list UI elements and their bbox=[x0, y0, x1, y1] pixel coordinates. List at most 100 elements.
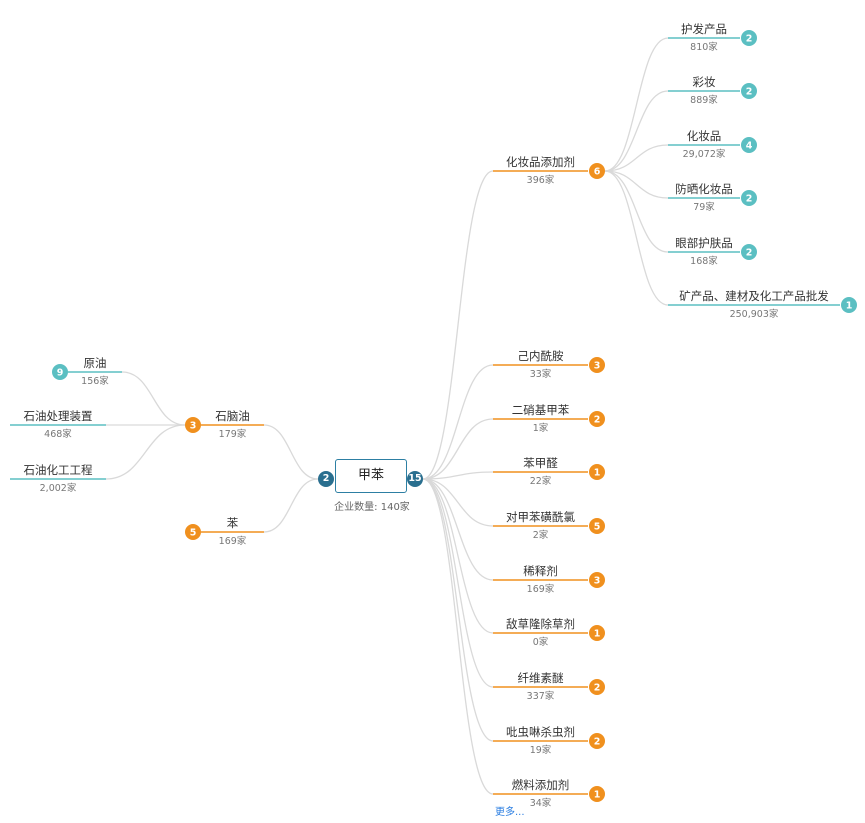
node-label: 石油化工工程 bbox=[24, 463, 93, 477]
connector-line bbox=[422, 478, 494, 688]
sub-downstream-badge[interactable]: 2 bbox=[741, 244, 757, 260]
sub-downstream-node[interactable]: 眼部护肤品 168家 bbox=[668, 236, 740, 267]
sub-downstream-badge[interactable]: 2 bbox=[741, 30, 757, 46]
node-count: 2家 bbox=[533, 529, 549, 541]
connector-line bbox=[422, 170, 494, 480]
node-label: 苯甲醛 bbox=[523, 456, 558, 470]
node-label: 石脑油 bbox=[215, 409, 250, 423]
downstream-badge[interactable]: 1 bbox=[589, 786, 605, 802]
downstream-badge[interactable]: 3 bbox=[589, 357, 605, 373]
node-label: 防晒化妆品 bbox=[675, 182, 733, 196]
node-label: 化妆品添加剂 bbox=[506, 155, 575, 169]
downstream-node[interactable]: 二硝基甲苯 1家 bbox=[493, 403, 588, 434]
downstream-badge[interactable]: 5 bbox=[589, 518, 605, 534]
badge-count: 9 bbox=[57, 368, 64, 379]
upstream-badge[interactable]: 5 bbox=[185, 524, 201, 540]
badge-count: 1 bbox=[594, 468, 601, 479]
node-count: 468家 bbox=[44, 428, 72, 440]
badge-count: 3 bbox=[594, 361, 601, 372]
node-label: 眼部护肤品 bbox=[675, 236, 733, 250]
upstream-expand-badge[interactable]: 2 bbox=[318, 471, 334, 487]
badge-count: 1 bbox=[846, 301, 853, 312]
badge-circle bbox=[589, 572, 605, 588]
badge-circle bbox=[741, 244, 757, 260]
sub-upstream-badge[interactable]: 9 bbox=[52, 364, 68, 380]
sub-downstream-badge[interactable]: 4 bbox=[741, 137, 757, 153]
downstream-badge[interactable]: 3 bbox=[589, 572, 605, 588]
connector-line bbox=[422, 478, 494, 795]
badge-count: 2 bbox=[594, 737, 601, 748]
center-count-label: 企业数量: 140家 bbox=[334, 502, 410, 513]
center-node-label: 甲苯 bbox=[357, 468, 384, 483]
downstream-badge[interactable]: 2 bbox=[589, 733, 605, 749]
badge-count: 3 bbox=[594, 576, 601, 587]
node-label: 纤维素醚 bbox=[518, 671, 564, 685]
sub-downstream-badge[interactable]: 1 bbox=[841, 297, 857, 313]
badge-circle bbox=[589, 679, 605, 695]
badge-circle bbox=[185, 524, 201, 540]
connector-line bbox=[422, 471, 494, 480]
sub-downstream-badge[interactable]: 2 bbox=[741, 83, 757, 99]
upstream-badge[interactable]: 3 bbox=[185, 417, 201, 433]
badge-count: 6 bbox=[594, 167, 601, 178]
badge-count: 2 bbox=[746, 248, 753, 259]
node-label: 敌草隆除草剂 bbox=[506, 617, 575, 631]
node-count: 34家 bbox=[530, 797, 552, 809]
badge-circle bbox=[741, 30, 757, 46]
connector-line bbox=[263, 478, 319, 533]
connector-line bbox=[604, 170, 669, 253]
badge-count: 2 bbox=[746, 87, 753, 98]
badge-count: 2 bbox=[594, 415, 601, 426]
downstream-badge[interactable]: 2 bbox=[589, 679, 605, 695]
node-count: 29,072家 bbox=[683, 148, 726, 160]
node-label: 化妆品 bbox=[687, 129, 722, 143]
node-count: 19家 bbox=[530, 744, 552, 756]
downstream-badge[interactable]: 6 bbox=[589, 163, 605, 179]
sub-downstream-node[interactable]: 化妆品 29,072家 bbox=[668, 129, 740, 160]
node-label: 二硝基甲苯 bbox=[512, 403, 570, 417]
sub-downstream-node[interactable]: 矿产品、建材及化工产品批发 250,903家 bbox=[668, 289, 840, 320]
node-count: 337家 bbox=[527, 690, 555, 702]
node-count: 168家 bbox=[690, 255, 718, 267]
node-count: 1家 bbox=[533, 422, 549, 434]
more-link[interactable]: 更多... bbox=[495, 807, 525, 818]
sub-downstream-badge[interactable]: 2 bbox=[741, 190, 757, 206]
downstream-node[interactable]: 纤维素醚 337家 bbox=[493, 671, 588, 702]
node-count: 250,903家 bbox=[730, 308, 779, 320]
downstream-badge[interactable]: 1 bbox=[589, 464, 605, 480]
node-label: 矿产品、建材及化工产品批发 bbox=[679, 289, 829, 303]
node-label: 原油 bbox=[84, 356, 107, 370]
badge-circle bbox=[589, 786, 605, 802]
downstream-expand-badge[interactable]: 15 bbox=[407, 471, 423, 487]
connector-line bbox=[422, 418, 494, 480]
connector-line bbox=[422, 478, 494, 527]
downstream-badge[interactable]: 2 bbox=[589, 411, 605, 427]
center-node[interactable]: 甲苯 bbox=[335, 459, 407, 493]
badge-circle bbox=[741, 83, 757, 99]
connector-line bbox=[105, 424, 186, 480]
badge-circle bbox=[841, 297, 857, 313]
badge-circle bbox=[741, 190, 757, 206]
badge-count: 5 bbox=[594, 522, 601, 533]
downstream-badge[interactable]: 1 bbox=[589, 625, 605, 641]
badge-circle bbox=[589, 357, 605, 373]
connector-lines bbox=[105, 37, 669, 795]
badge-circle bbox=[589, 625, 605, 641]
